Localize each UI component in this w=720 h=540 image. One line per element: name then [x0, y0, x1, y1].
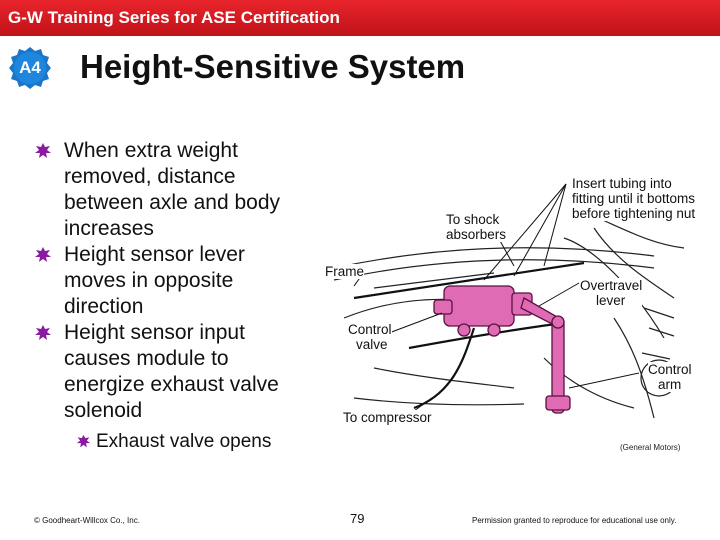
bullet-line: causes module to: [64, 347, 229, 370]
bullet-line: removed, distance: [64, 165, 236, 188]
footer-permission: Permission granted to reproduce for educ…: [472, 516, 677, 525]
page-number: 79: [350, 511, 365, 526]
footer-copyright: © Goodheart-Willcox Co., Inc.: [34, 516, 140, 525]
bullet-line: When extra weight: [64, 139, 238, 162]
series-title: G-W Training Series for ASE Certificatio…: [8, 8, 340, 27]
bullet-list: When extra weight removed, distance betw…: [30, 138, 330, 454]
bullet-line: between axle and body: [64, 191, 280, 214]
header-bar: G-W Training Series for ASE Certificatio…: [0, 0, 720, 36]
label-control-valve: Control valve: [348, 322, 392, 352]
a4-badge-icon: [9, 47, 51, 89]
bullet-line: increases: [64, 217, 154, 240]
bullet-line: solenoid: [64, 399, 143, 422]
bullet-line: moves in opposite: [64, 269, 234, 292]
label-to-compressor: To compressor: [343, 410, 432, 425]
height-sensor-diagram: [333, 183, 685, 419]
bullet-line: energize exhaust valve: [64, 373, 279, 396]
bullet-line: Height sensor lever: [64, 243, 245, 266]
bullet-marker-icon: [35, 325, 51, 340]
bullet-marker-icon: [35, 247, 51, 262]
badge-label: A4: [19, 58, 41, 77]
label-frame: Frame: [325, 264, 365, 279]
sub-bullet-item: Exhaust valve opens: [30, 430, 330, 454]
bullet-item: When extra weight removed, distance betw…: [30, 138, 330, 242]
bullet-line: Height sensor input: [64, 321, 245, 344]
page-title: Height-Sensitive System: [80, 48, 466, 85]
label-insert-tubing: Insert tubing into fitting until it bott…: [572, 176, 696, 221]
bullet-item: Height sensor lever moves in opposite di…: [30, 242, 330, 320]
bullet-line: direction: [64, 295, 144, 318]
control-arm-part: [520, 297, 571, 414]
bullet-marker-icon: [35, 143, 51, 158]
label-overtravel: Overtravel lever: [580, 278, 643, 308]
label-control-arm: Control arm: [648, 362, 692, 392]
image-credit: (General Motors): [620, 443, 681, 452]
label-to-shock: To shock absorbers: [446, 212, 507, 242]
sub-bullet-marker-icon: [76, 434, 91, 448]
sub-bullet-text: Exhaust valve opens: [96, 431, 272, 452]
bullet-item: Height sensor input causes module to ene…: [30, 320, 330, 424]
